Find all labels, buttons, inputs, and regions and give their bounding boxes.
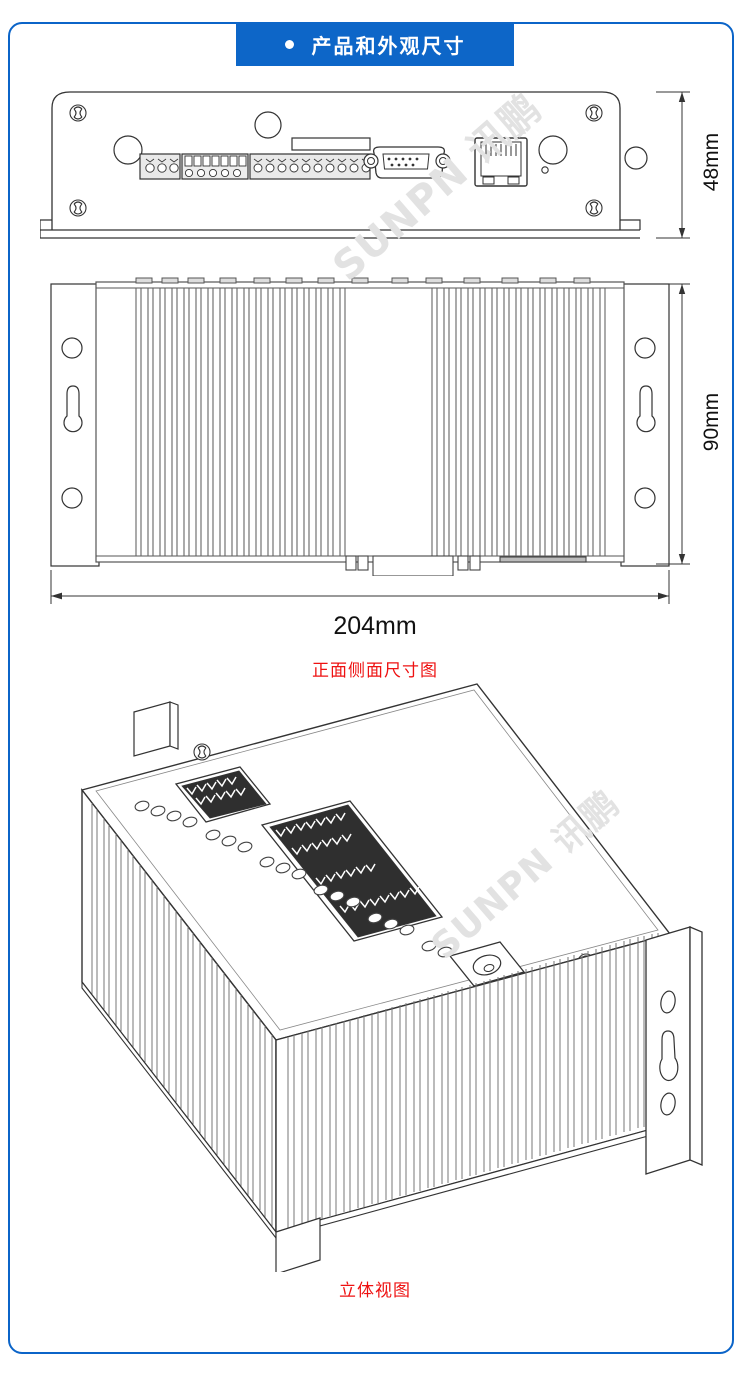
screw-icon xyxy=(69,104,87,122)
bracket-hole xyxy=(61,337,83,359)
heatsink-fins-iso-front xyxy=(287,933,659,1228)
bracket-hole xyxy=(634,337,656,359)
caption-isometric-view: 立体视图 xyxy=(339,1281,411,1301)
bracket-hole xyxy=(61,487,83,509)
heatsink-fins xyxy=(431,288,606,556)
dimension-line-204mm xyxy=(50,570,670,604)
mounting-bracket-right-iso xyxy=(645,926,703,1175)
terminal-block-10pos xyxy=(249,153,371,180)
page-title: 产品和外观尺寸 xyxy=(311,33,466,58)
power-jack-icon xyxy=(448,941,526,987)
screw-icon xyxy=(193,743,211,761)
mounting-bracket-right xyxy=(620,283,670,567)
top-view-drawing xyxy=(40,91,648,239)
screw-icon xyxy=(69,199,87,217)
vent-hole xyxy=(113,135,143,165)
screw-icon xyxy=(585,104,603,122)
heatsink-fins-iso-left xyxy=(91,803,273,1226)
header-banner-wrap: 产品和外观尺寸 xyxy=(0,22,750,66)
mounting-bracket-left-iso xyxy=(275,1217,321,1272)
dimension-line-48mm xyxy=(656,91,690,239)
bracket-hole xyxy=(660,1092,676,1116)
terminal-block-staggered xyxy=(181,153,249,180)
bracket-keyhole-slot xyxy=(636,385,656,433)
bracket-hole xyxy=(660,990,676,1014)
vent-hole xyxy=(624,146,648,170)
rj45-ethernet-jack-icon xyxy=(474,137,528,187)
db9-serial-port-icon xyxy=(363,146,451,179)
front-view-drawing xyxy=(50,277,670,576)
bracket-hole xyxy=(634,487,656,509)
caption-front-side-view: 正面侧面尺寸图 xyxy=(312,661,438,681)
dimension-line-90mm xyxy=(656,283,690,565)
vent-hole xyxy=(538,135,568,165)
top-vent-notches xyxy=(135,277,591,284)
dimension-label-height-top: 48mm xyxy=(700,132,723,192)
bracket-keyhole-slot xyxy=(63,385,83,433)
label-slot xyxy=(291,137,371,151)
reset-pinhole xyxy=(541,166,549,174)
top-panel-inner-edge xyxy=(95,689,659,1031)
bracket-keyhole-slot xyxy=(659,1030,679,1082)
terminal-block-3pos xyxy=(139,153,181,180)
isometric-view-drawing xyxy=(80,683,703,1272)
screw-icon xyxy=(585,199,603,217)
heatsink-fins xyxy=(135,288,346,556)
iso-terminal-block-b xyxy=(260,800,444,942)
header-banner: 产品和外观尺寸 xyxy=(236,22,514,66)
bullet-dot-icon xyxy=(284,39,294,49)
iso-terminal-block-a xyxy=(174,766,272,823)
mounting-bracket-left xyxy=(50,283,100,567)
dimension-label-height-front: 90mm xyxy=(700,392,723,452)
bottom-connector-shells xyxy=(345,555,587,576)
vent-hole xyxy=(254,111,282,139)
bracket-tab-rear xyxy=(133,701,179,757)
dimension-label-width: 204mm xyxy=(333,612,417,640)
